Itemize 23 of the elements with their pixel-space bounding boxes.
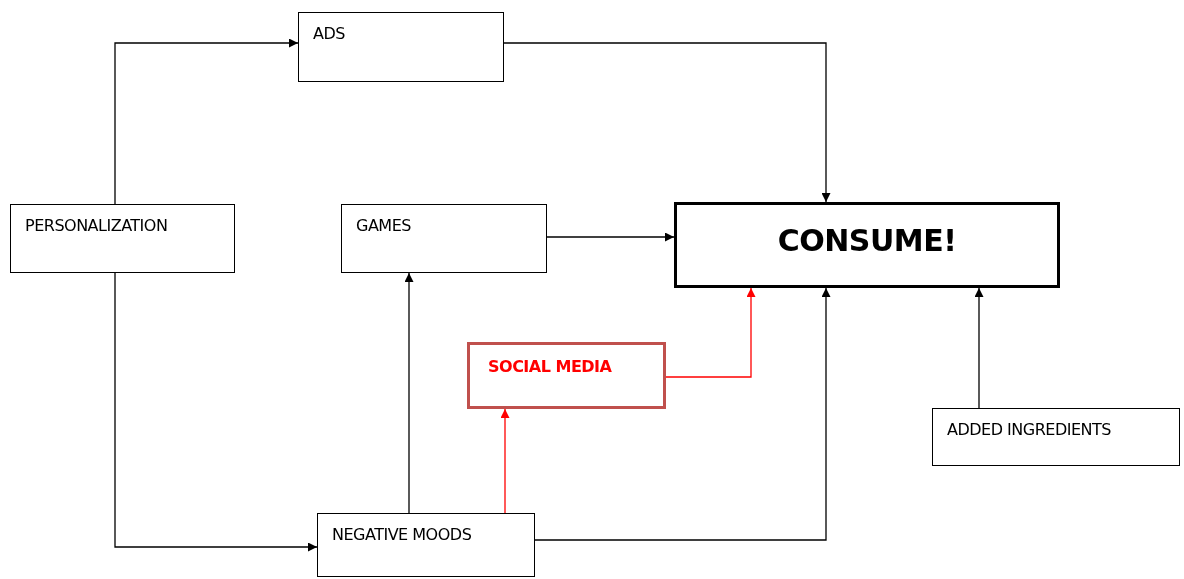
node-label: NEGATIVE MOODS: [332, 525, 472, 544]
arrow: [404, 272, 414, 514]
node-label: ADS: [313, 24, 345, 43]
arrow: [500, 408, 510, 514]
node-label: ADDED INGREDIENTS: [947, 420, 1111, 439]
node-label: CONSUME!: [776, 223, 958, 258]
arrow: [974, 287, 984, 409]
node-label: GAMES: [356, 216, 411, 235]
process-box: [674, 202, 1060, 288]
process-box: [341, 204, 547, 273]
process-box: [10, 204, 235, 273]
arrow: [114, 38, 299, 205]
arrow: [503, 42, 831, 203]
process-box: [467, 342, 666, 409]
node-label: SOCIAL MEDIA: [488, 357, 612, 376]
arrow: [665, 287, 756, 378]
arrow: [114, 272, 318, 552]
arrow: [546, 232, 675, 242]
arrow: [534, 287, 831, 541]
node-label: PERSONALIZATION: [25, 216, 168, 235]
process-box: [932, 408, 1180, 466]
process-box: [317, 513, 535, 577]
process-box: [298, 12, 504, 82]
